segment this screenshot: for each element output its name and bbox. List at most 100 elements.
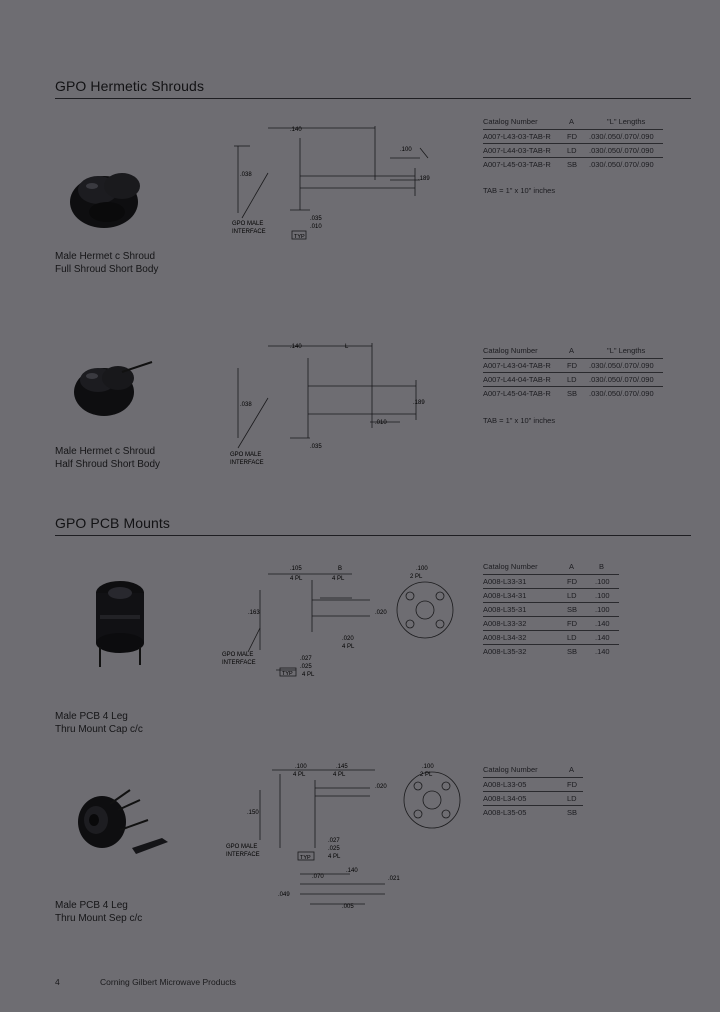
section-divider xyxy=(55,535,691,536)
catalog-table: Catalog Number A B A008-L33-31 FD .100 A… xyxy=(483,560,623,659)
catalog-number: A007-L43-04-TAB-R xyxy=(483,361,551,370)
cell: .030/.050/.070/.090 xyxy=(589,361,654,370)
table-header-row: Catalog Number A B xyxy=(483,560,623,575)
callout-label: TYP xyxy=(294,234,305,240)
table-header: Catalog Number xyxy=(483,117,538,126)
product-caption: Male PCB 4 Leg Thru Mount Cap c/c xyxy=(55,710,143,736)
section-title-pcb-mounts: GPO PCB Mounts xyxy=(55,515,170,531)
table-header: "L" Lengths xyxy=(607,346,646,355)
caption-line-1: Male Hermet c Shroud xyxy=(55,446,156,457)
dim-label: .100 xyxy=(295,764,307,770)
catalog-table: Catalog Number A A008-L33-05 FD A008-L34… xyxy=(483,763,588,820)
product-caption: Male Hermet c Shroud Half Shroud Short B… xyxy=(55,445,160,471)
dim-label: 2 PL xyxy=(420,772,433,778)
technical-drawing: .100 4 PL .145 4 PL .100 2 PL .020 .150 … xyxy=(226,764,461,910)
callout-label: INTERFACE xyxy=(230,460,264,466)
dim-label: .049 xyxy=(278,892,290,898)
cell: LD xyxy=(567,591,577,600)
dim-label: .038 xyxy=(240,402,252,408)
dim-label: 4 PL xyxy=(290,576,303,582)
dim-label: .010 xyxy=(310,224,322,230)
table-row: A008-L35-31 SB .100 xyxy=(483,603,623,617)
table-row: A007-L44-04-TAB-R LD .030/.050/.070/.090 xyxy=(483,373,673,387)
callout-label: GPO MALE xyxy=(232,221,263,227)
caption-line-2: Full Shroud Short Body xyxy=(55,264,159,275)
catalog-number: A008-L33-31 xyxy=(483,577,527,586)
table-row: A007-L45-03-TAB-R SB .030/.050/.070/.090 xyxy=(483,158,673,172)
cell: FD xyxy=(567,361,577,370)
dim-label: .027 xyxy=(328,838,340,844)
table-row: A007-L44-03-TAB-R LD .030/.050/.070/.090 xyxy=(483,144,673,158)
dim-label: .025 xyxy=(328,846,340,852)
table-header: A xyxy=(569,346,575,355)
cell: LD xyxy=(567,375,577,384)
callout-label: INTERFACE xyxy=(232,229,266,235)
table-header: A xyxy=(569,117,575,126)
caption-line-1: Male Hermet c Shroud xyxy=(55,251,156,262)
callout-label: INTERFACE xyxy=(226,852,260,858)
catalog-number: A008-L34-05 xyxy=(483,794,527,803)
dim-label: .020 xyxy=(342,636,354,642)
page-number: 4 xyxy=(55,977,60,987)
caption-line-1: Male PCB 4 Leg xyxy=(55,900,128,911)
section-divider xyxy=(55,98,691,99)
cell: .030/.050/.070/.090 xyxy=(589,132,654,141)
catalog-table: Catalog Number A "L" Lengths A007-L43-03… xyxy=(483,115,673,172)
callout-label: TYP xyxy=(282,671,293,677)
technical-drawing: .140 L .038 .189 .035 .010 GPO MALE INTE… xyxy=(230,343,425,466)
callout-label: GPO MALE xyxy=(226,844,257,850)
dim-label: .145 xyxy=(336,764,348,770)
table-row: A008-L34-31 LD .100 xyxy=(483,589,623,603)
section-title-hermetic-shrouds: GPO Hermetic Shrouds xyxy=(55,78,205,94)
dim-label: .070 xyxy=(312,874,324,880)
dim-label: .140 xyxy=(346,868,358,874)
dim-label: 4 PL xyxy=(328,854,341,860)
dim-label: 4 PL xyxy=(293,772,306,778)
table-note: TAB = 1" x 10" inches xyxy=(483,186,556,195)
cell: SB xyxy=(567,808,578,817)
dim-label: .100 xyxy=(400,147,412,153)
dim-label: .005 xyxy=(342,904,354,910)
dim-label: .010 xyxy=(375,420,387,426)
table-header: "L" Lengths xyxy=(607,117,646,126)
table-header: B xyxy=(599,562,605,571)
cell: LD xyxy=(567,633,577,642)
table-header: A xyxy=(569,562,575,571)
catalog-table: Catalog Number A "L" Lengths A007-L43-04… xyxy=(483,344,673,401)
catalog-number: A008-L35-32 xyxy=(483,647,527,656)
cell: .140 xyxy=(595,619,610,628)
caption-line-2: Thru Mount Cap c/c xyxy=(55,724,143,735)
catalog-number: A008-L33-32 xyxy=(483,619,527,628)
dim-label: 2 PL xyxy=(410,574,423,580)
dim-label: .027 xyxy=(300,656,312,662)
table-header-row: Catalog Number A xyxy=(483,763,588,778)
footer-company: Corning Gilbert Microwave Products xyxy=(100,977,237,987)
cell: .030/.050/.070/.090 xyxy=(589,375,654,384)
catalog-number: A008-L35-05 xyxy=(483,808,527,817)
dim-label: L xyxy=(345,344,349,350)
caption-line-2: Thru Mount Sep c/c xyxy=(55,913,143,924)
dim-label: .189 xyxy=(413,400,425,406)
catalog-number: A007-L45-03-TAB-R xyxy=(483,160,551,169)
cell: .030/.050/.070/.090 xyxy=(589,160,654,169)
cell: SB xyxy=(567,160,578,169)
dim-label: .189 xyxy=(418,176,430,182)
dim-label: .035 xyxy=(310,216,322,222)
dim-label: .020 xyxy=(375,610,387,616)
cell: .140 xyxy=(595,633,610,642)
cell: SB xyxy=(567,605,578,614)
cell: .030/.050/.070/.090 xyxy=(589,389,654,398)
cell: FD xyxy=(567,132,577,141)
table-row: A007-L43-04-TAB-R FD .030/.050/.070/.090 xyxy=(483,359,673,373)
dim-label: .025 xyxy=(300,664,312,670)
dim-label: B xyxy=(338,566,342,572)
catalog-number: A007-L45-04-TAB-R xyxy=(483,389,551,398)
dim-label: .100 xyxy=(416,566,428,572)
catalog-number: A008-L34-32 xyxy=(483,633,527,642)
catalog-number: A008-L35-31 xyxy=(483,605,527,614)
table-row: A008-L33-32 FD .140 xyxy=(483,617,623,631)
table-row: A008-L34-05 LD xyxy=(483,792,588,806)
callout-label: INTERFACE xyxy=(222,660,256,666)
catalog-number: A008-L34-31 xyxy=(483,591,527,600)
cell: SB xyxy=(567,389,578,398)
